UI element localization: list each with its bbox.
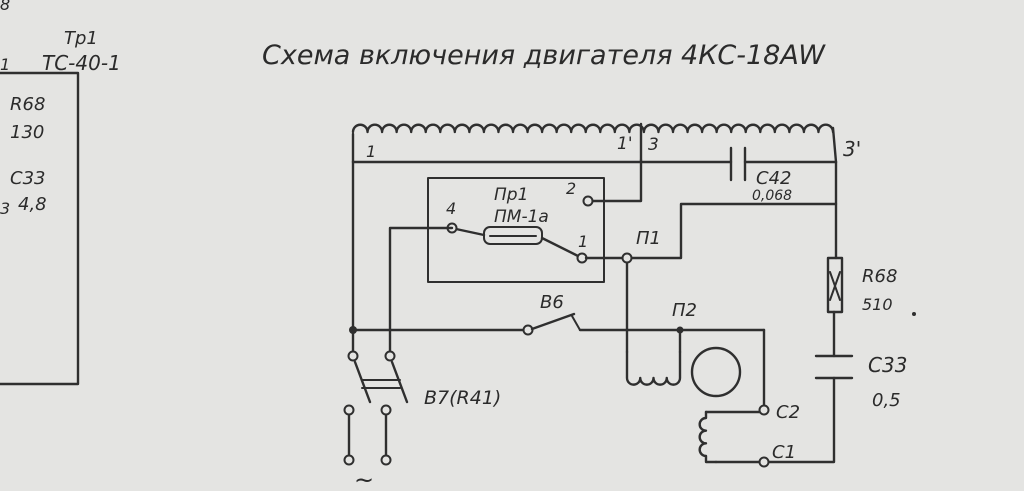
motor-start-coil xyxy=(698,410,718,464)
b6-label: В6 xyxy=(540,292,564,313)
left-partial-panel: 8 1 3 Тр1 ТС-40-1 R68 130 C33 4,8 xyxy=(0,0,121,386)
winding-right-lead xyxy=(831,126,838,164)
fuse-type: ПМ-1а xyxy=(494,207,549,227)
winding-coil xyxy=(351,123,835,134)
fuse-pin-2 xyxy=(582,195,594,207)
mains-right-terminal xyxy=(380,454,392,466)
r68-cross xyxy=(829,271,841,301)
b7-left-top-contact xyxy=(347,350,359,362)
mains-left-terminal xyxy=(343,454,355,466)
terminal-1p-label: 1' xyxy=(617,134,633,154)
c2-label: C2 xyxy=(776,402,800,423)
p1-label: П1 xyxy=(636,228,661,249)
b7-label: В7(R41) xyxy=(424,387,501,409)
fuse-pin-1-label: 1 xyxy=(578,232,588,251)
b6-blade xyxy=(530,312,576,331)
fuse-block-frame xyxy=(427,177,605,283)
b7-right-blade xyxy=(390,360,409,404)
b6-contact xyxy=(522,324,534,336)
r68-body xyxy=(826,256,844,314)
motor-field-coil xyxy=(625,350,682,386)
capacitor-c42 xyxy=(729,146,747,182)
left-panel-frame xyxy=(0,71,80,386)
b7-mechanical-link xyxy=(361,379,401,389)
b7-left-bottom-contact xyxy=(343,404,355,416)
r68-dot xyxy=(912,312,916,316)
transformer-winding xyxy=(351,122,838,164)
bus-wires xyxy=(351,158,838,464)
terminal-3-label: 3 xyxy=(648,135,659,155)
left-tr1-label: Тр1 xyxy=(64,28,98,49)
wire-pin4-to-switch xyxy=(388,226,454,358)
left-r68-value: 130 xyxy=(10,122,44,143)
c1-terminal xyxy=(758,456,770,468)
b7-right-bottom-contact xyxy=(380,404,392,416)
fuse-pin-2-label: 2 xyxy=(566,179,576,198)
motor-rotor xyxy=(690,346,742,398)
left-c33-value: 4,8 xyxy=(18,194,47,215)
c42-value: 0,068 xyxy=(752,188,792,204)
wire-tap3-to-pin2 xyxy=(590,158,643,203)
left-r68-label: R68 xyxy=(10,94,45,115)
left-edge-mark-1: 8 xyxy=(0,0,10,14)
fuse-pin-4-label: 4 xyxy=(446,199,456,218)
left-edge-mark-2: 1 xyxy=(0,55,10,74)
switch-b7 xyxy=(343,326,409,466)
terminal-1-label: 1 xyxy=(366,142,376,161)
capacitor-c33 xyxy=(814,354,854,380)
diagram-title: Схема включения двигателя 4КС-18AW xyxy=(262,40,826,71)
p2-label: П2 xyxy=(672,300,697,321)
r68-value: 510 xyxy=(862,295,893,314)
b6-tip xyxy=(571,315,581,331)
left-tr1-type: ТС-40-1 xyxy=(42,51,121,75)
left-edge-mark-3: 3 xyxy=(0,199,10,218)
terminal-3p-label: 3' xyxy=(843,137,861,161)
mains-symbol: ~ xyxy=(354,466,374,491)
c2-terminal xyxy=(758,404,770,416)
fuse-lead-right xyxy=(540,236,580,258)
p1-terminal xyxy=(621,252,633,264)
fuse-label: Пр1 xyxy=(494,185,528,205)
motor xyxy=(625,328,770,468)
left-c33-label: C33 xyxy=(10,168,45,189)
resistor-r68 xyxy=(826,256,844,314)
c1-label: C1 xyxy=(772,442,796,463)
b7-left-blade xyxy=(353,360,372,404)
wire-r68-to-p1 xyxy=(625,202,838,260)
fuse-lead-left xyxy=(454,227,486,237)
b7-right-top-contact xyxy=(384,350,396,362)
c33-value: 0,5 xyxy=(872,390,901,411)
p1-node-wiring xyxy=(388,226,633,358)
switch-b6 xyxy=(351,312,766,410)
c42-label: C42 xyxy=(756,168,791,189)
c33-label: C33 xyxy=(868,353,907,377)
r68-label: R68 xyxy=(862,266,897,287)
wire-right-vertical-bottom xyxy=(762,376,836,464)
